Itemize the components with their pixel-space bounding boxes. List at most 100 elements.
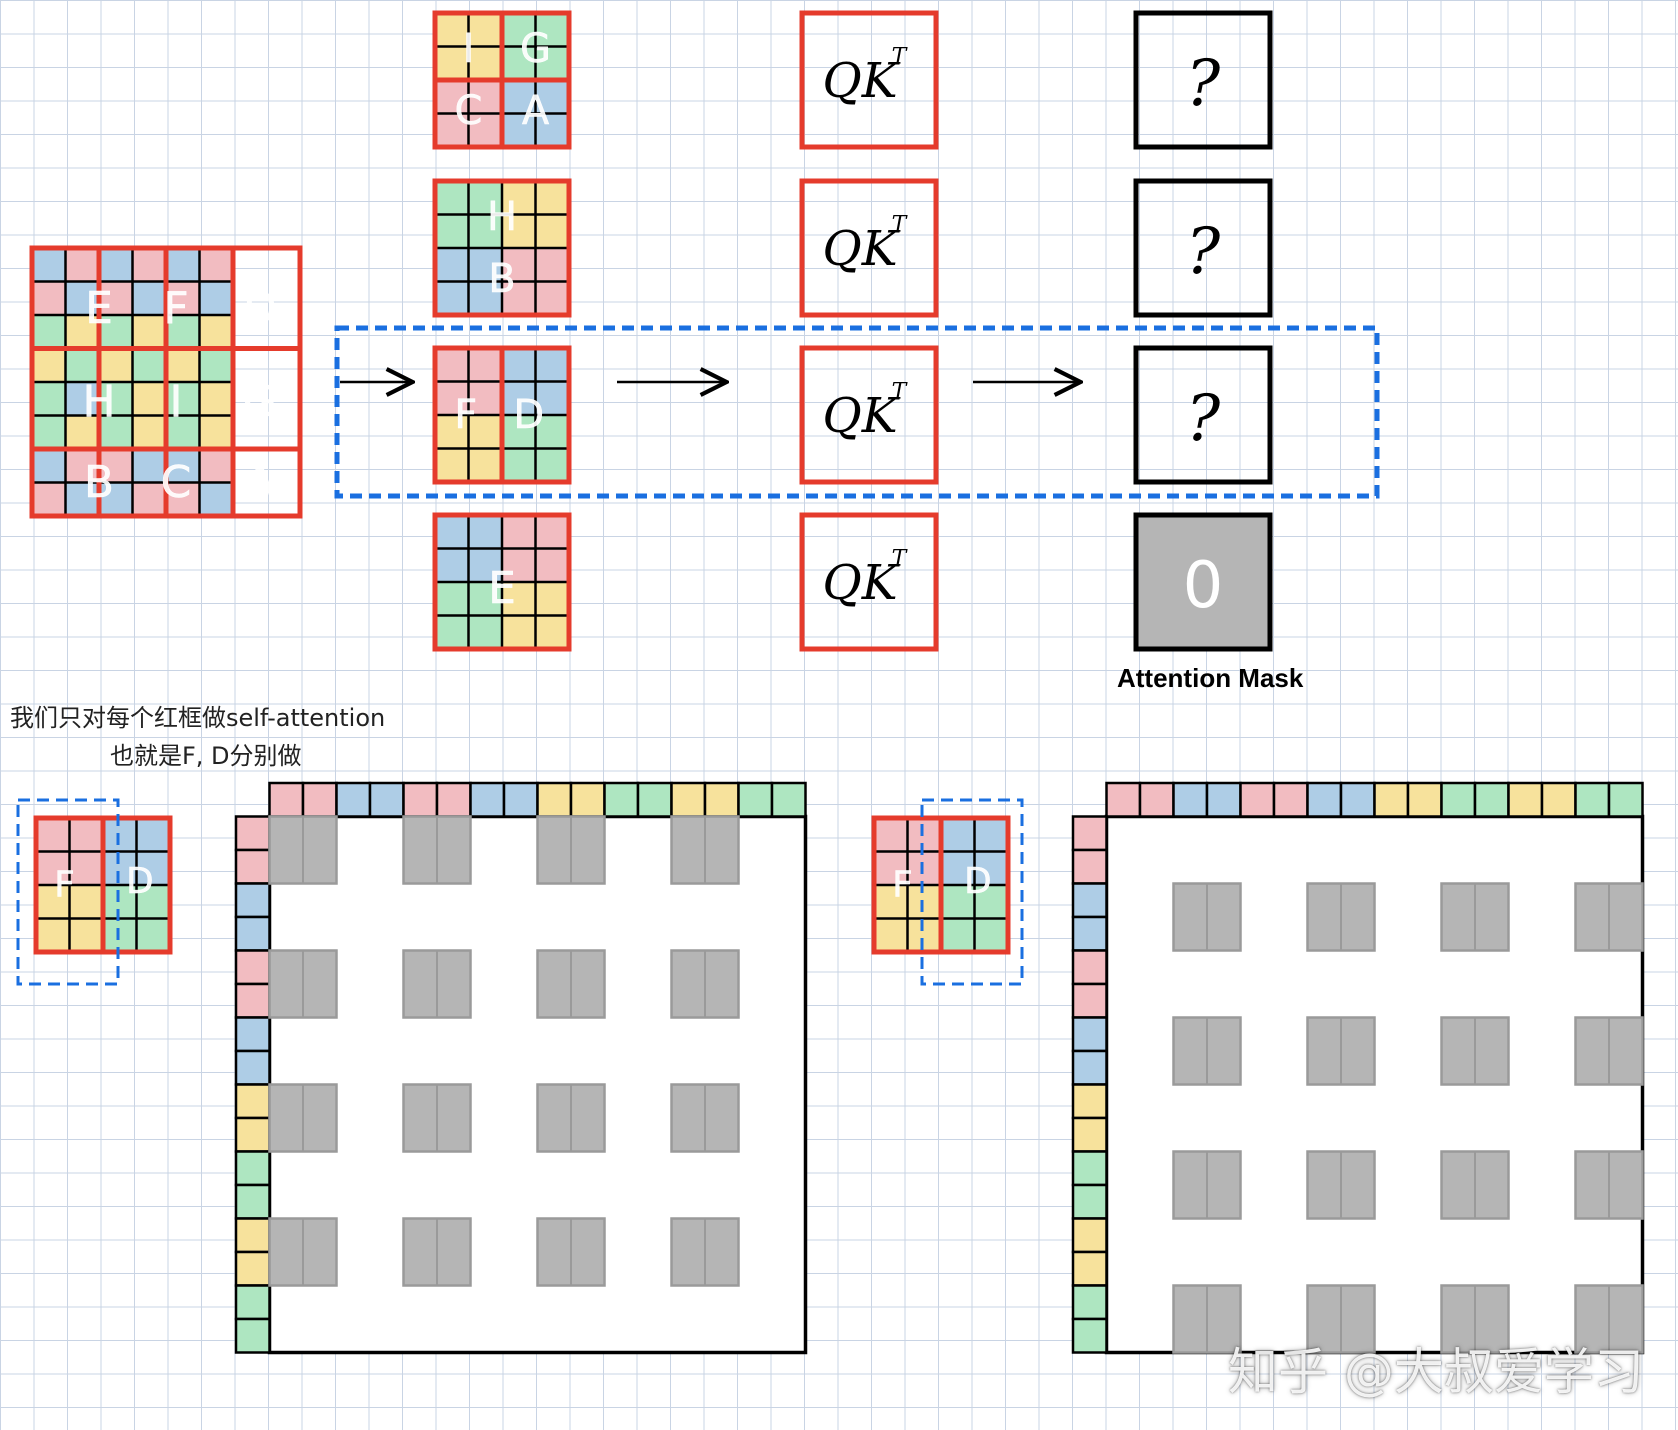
small-block-left-cell <box>136 918 170 952</box>
shifted-window-cell <box>435 46 469 80</box>
small-block-left-cell <box>69 818 103 852</box>
source-grid-cell <box>99 382 133 416</box>
source-grid-cell <box>132 281 166 315</box>
attention-mask-label: Attention Mask <box>1117 663 1304 693</box>
mask-matrix-left-key-token <box>402 781 439 818</box>
small-block-right-cell <box>974 918 1008 952</box>
attention-mask-box <box>1133 512 1273 652</box>
mask-matrix-right-key-token <box>1105 781 1142 818</box>
mask-matrix-right-query-token <box>1071 815 1108 852</box>
small-block-right-cell <box>941 851 975 885</box>
mask-matrix-right-query-token <box>1071 1217 1108 1254</box>
small-block-right-cell <box>874 851 908 885</box>
mask-matrix-left-key-token <box>770 781 807 818</box>
mask-matrix-left-key-token <box>435 781 472 818</box>
shifted-window-cell <box>468 381 502 415</box>
source-grid-cell <box>65 315 99 349</box>
shifted-window-cell <box>535 113 569 147</box>
mask-matrix-left-key-token <box>268 781 305 818</box>
mask-matrix-right-key-token <box>1406 781 1443 818</box>
source-grid-cell <box>65 348 99 382</box>
mask-matrix-left-query-token <box>234 1016 271 1053</box>
shifted-window-cell <box>502 348 536 382</box>
shifted-window-cell <box>535 582 569 616</box>
shifted-window-cell <box>468 113 502 147</box>
mask-matrix-right-key-token <box>1272 781 1309 818</box>
attention-mask-value: 0 <box>1183 549 1224 623</box>
shifted-window-cell <box>535 548 569 582</box>
mask-matrix-left-key-token <box>536 781 573 818</box>
result-box <box>1133 10 1273 150</box>
mask-matrix-right-query-token <box>1071 1150 1108 1187</box>
shifted-window-cell <box>535 348 569 382</box>
mask-matrix-right-key-token <box>1172 781 1209 818</box>
source-grid-cell <box>199 348 233 382</box>
small-block-right-cell <box>907 818 941 852</box>
qk-label: QK <box>822 53 900 109</box>
small-block-left-cell <box>103 851 137 885</box>
source-window-label: D <box>243 283 277 334</box>
shifted-window-label: A <box>522 88 550 134</box>
shifted-window-cell <box>535 381 569 415</box>
source-window-label: A <box>245 457 275 508</box>
mask-matrix-right-query-token <box>1071 1284 1108 1321</box>
source-grid-cell <box>132 248 166 282</box>
shifted-window-cell <box>435 248 469 282</box>
mask-matrix-left-key-token <box>670 781 707 818</box>
source-grid-cell <box>166 449 200 483</box>
source-grid-cell <box>132 348 166 382</box>
mask-matrix-left-query-token <box>234 1284 271 1321</box>
mask-matrix-left-query-token <box>234 982 271 1019</box>
shifted-window-cell <box>502 548 536 582</box>
shifted-window-cell <box>468 248 502 282</box>
shifted-window-cell <box>468 348 502 382</box>
small-block-left-cell <box>69 851 103 885</box>
source-grid-cell <box>99 281 133 315</box>
mask-matrix-left-query-token <box>234 848 271 885</box>
caption-line-1: 我们只对每个红框做self-attention <box>10 704 386 732</box>
source-grid-cell <box>99 482 133 516</box>
source-grid-cell <box>132 315 166 349</box>
shifted-window-cell <box>502 248 536 282</box>
mask-matrix-left-key-token <box>502 781 539 818</box>
small-block-right-cell <box>974 818 1008 852</box>
result-question: ? <box>1186 382 1221 456</box>
small-block-left-label: D <box>126 861 154 902</box>
result-box <box>1133 178 1273 318</box>
shifted-window-cell <box>468 515 502 549</box>
shifted-window-cell <box>535 181 569 215</box>
shifted-window-cell <box>535 13 569 47</box>
mask-matrix-left-query-token <box>234 1317 271 1354</box>
shifted-window-cell <box>535 415 569 449</box>
mask-matrix-right-query-token <box>1071 1083 1108 1120</box>
small-block-right-cell <box>907 918 941 952</box>
qk-label: QK <box>822 221 900 277</box>
small-block-right-cell <box>907 851 941 885</box>
source-window-label: H <box>82 377 115 428</box>
shifted-window-cell <box>502 214 536 248</box>
mask-matrix-left-key-token <box>368 781 405 818</box>
shifted-window-cell <box>502 448 536 482</box>
shifted-window-label: I <box>463 26 475 72</box>
source-grid-cell <box>166 248 200 282</box>
mask-matrix-left-key-token <box>603 781 640 818</box>
small-block-right-cell <box>874 818 908 852</box>
source-window-label: B <box>84 457 114 508</box>
shifted-window-cell <box>502 13 536 47</box>
small-block-left-cell <box>136 851 170 885</box>
mask-matrix-right-query-token <box>1071 949 1108 986</box>
mask-matrix-right-query-token <box>1071 1183 1108 1220</box>
qk-box <box>799 345 939 485</box>
source-grid-cell <box>132 449 166 483</box>
shifted-window-cell <box>435 348 469 382</box>
small-block-left-cell <box>36 851 70 885</box>
mask-matrix-left-query-token <box>234 949 271 986</box>
shifted-window-cell <box>468 214 502 248</box>
small-block-right-cell <box>874 885 908 919</box>
mask-matrix-left-key-token <box>301 781 338 818</box>
shifted-window-cell <box>535 281 569 315</box>
source-grid-cell <box>132 415 166 449</box>
mask-matrix-left-query-token <box>234 1217 271 1254</box>
qk-superscript: T <box>892 380 909 405</box>
source-grid-cell <box>199 315 233 349</box>
